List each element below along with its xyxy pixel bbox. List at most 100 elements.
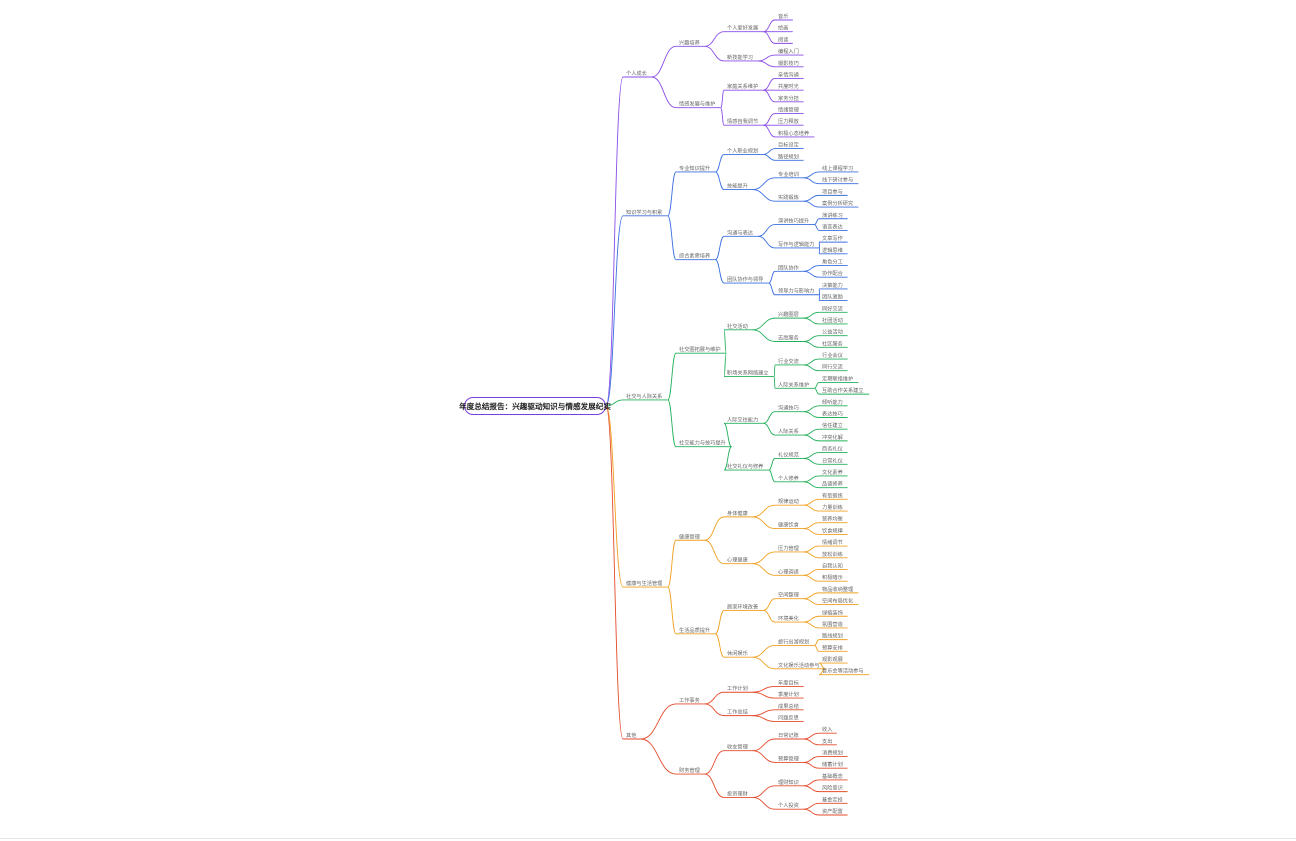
node-label-0-1-0-0[interactable]: 亲情沟通 <box>778 70 800 78</box>
node-label-4-1-0-0-0[interactable]: 收入 <box>822 725 832 733</box>
node-label-4-0-1-0[interactable]: 成果总结 <box>778 702 799 710</box>
node-label-1-1-0-1[interactable]: 写作与逻辑能力 <box>778 240 814 248</box>
node-label-2-0-1-1-1[interactable]: 互助合作关系建立 <box>822 386 864 394</box>
node-label-4-0-0[interactable]: 工作计划 <box>727 684 748 692</box>
node-label-0-1-0-2[interactable]: 家务分担 <box>778 94 799 102</box>
node-label-4-1-1-1[interactable]: 个人投资 <box>778 801 799 809</box>
node-label-2-1-1-0-0[interactable]: 商务礼仪 <box>822 445 843 453</box>
node-label-1-0-1[interactable]: 技能提升 <box>727 182 748 190</box>
node-label-3-0-0-1-0[interactable]: 营养均衡 <box>822 515 843 523</box>
node-label-0-0-0-2[interactable]: 阅读 <box>778 35 788 43</box>
node-label-4-1-0-1[interactable]: 预算管理 <box>778 754 800 762</box>
node-label-3-1-1-0-1[interactable]: 预算安排 <box>822 643 843 651</box>
node-label-3-0-1-0-0[interactable]: 情绪调节 <box>822 538 843 546</box>
node-label-4-1-1[interactable]: 投资理财 <box>727 789 748 797</box>
node-label-2-1-0[interactable]: 人际交往能力 <box>727 415 758 423</box>
node-label-3-0-1-1[interactable]: 心理调适 <box>778 567 799 575</box>
node-label-3-0-1-1-0[interactable]: 自我认知 <box>822 561 843 569</box>
node-label-1-1-0[interactable]: 沟通与表达 <box>727 228 753 236</box>
node-label-1-1-1-1[interactable]: 领导力与影响力 <box>778 287 814 295</box>
node-label-4-1-1-1-0[interactable]: 基金定投 <box>822 795 843 803</box>
node-label-2-0-1[interactable]: 职场关系网络建立 <box>727 369 769 377</box>
node-label-0-0-0-0[interactable]: 音乐 <box>778 12 788 20</box>
node-label-3-1-1-0-0[interactable]: 路线规划 <box>822 632 843 640</box>
node-label-4-0-1-1[interactable]: 问题反思 <box>778 713 799 721</box>
node-label-1-1-1-0[interactable]: 团队协作 <box>778 263 799 271</box>
node-label-1-1-1[interactable]: 团队协作与领导 <box>727 275 763 283</box>
node-label-3-0[interactable]: 健康管理 <box>679 532 701 540</box>
node-label-0[interactable]: 个人成长 <box>626 69 648 77</box>
node-label-3-1-1[interactable]: 休闲娱乐 <box>727 649 748 657</box>
node-label-3-0-1-1-1[interactable]: 积极暗示 <box>822 573 843 581</box>
node-label-2-1-0-1-0[interactable]: 信任建立 <box>822 421 843 429</box>
node-label-4-1[interactable]: 财务管理 <box>679 766 701 774</box>
node-label-3-0-1-0[interactable]: 压力管理 <box>778 544 800 552</box>
node-label-2-0-1-0[interactable]: 行业交流 <box>778 357 799 365</box>
node-label-1-1-1-0-1[interactable]: 协作配合 <box>822 269 844 277</box>
node-label-4-0-1[interactable]: 工作总结 <box>727 708 748 716</box>
node-label-3-1-0-0-1[interactable]: 空间布局优化 <box>822 597 853 605</box>
node-label-3-0-1-0-1[interactable]: 放松训练 <box>822 550 843 558</box>
node-label-4-1-0-0[interactable]: 日常记账 <box>778 731 799 739</box>
node-label-4-1-0-1-0[interactable]: 消费规划 <box>822 749 843 757</box>
node-label-1-0-1-0-1[interactable]: 线下研讨参与 <box>822 176 853 184</box>
node-label-0-0-1[interactable]: 新技能学习 <box>727 53 753 61</box>
node-label-3-1-0-1-0[interactable]: 绿植装饰 <box>822 608 843 616</box>
node-label-3-1[interactable]: 生活品质提升 <box>679 626 710 634</box>
node-label-1-1-0-0-1[interactable]: 语言表达 <box>822 222 843 230</box>
node-label-2-0-0-0-0[interactable]: 同好交流 <box>822 304 843 312</box>
node-label-4-1-0[interactable]: 收支管理 <box>727 743 749 751</box>
node-label-3-0-0-0-0[interactable]: 有氧锻炼 <box>822 491 843 499</box>
node-label-3-1-0-1-1[interactable]: 氛围营造 <box>822 620 844 628</box>
node-label-3-1-0[interactable]: 居家环境改善 <box>727 602 758 610</box>
node-label-3-1-1-1[interactable]: 文化娱乐活动参与 <box>778 661 820 669</box>
node-label-2-0-0-1-0[interactable]: 公益活动 <box>822 328 843 336</box>
node-label-2-1[interactable]: 社交能力与技巧提升 <box>679 439 726 447</box>
node-label-0-0-1-0[interactable]: 编程入门 <box>778 47 799 55</box>
node-label-2-0-1-1-0[interactable]: 定期联络维护 <box>822 374 853 382</box>
node-label-3-0-0[interactable]: 身体健康 <box>727 509 748 517</box>
node-label-1-0-0-0[interactable]: 目标设定 <box>778 141 799 149</box>
node-label-4-1-0-1-1[interactable]: 储蓄计划 <box>822 760 843 768</box>
node-label-2-0-0-0-1[interactable]: 社团活动 <box>822 316 843 324</box>
node-label-1-1-1-1-0[interactable]: 决策能力 <box>822 281 843 289</box>
node-label-3-0-0-0-1[interactable]: 力量训练 <box>822 503 843 511</box>
node-label-1-0-1-1-1[interactable]: 案例分析研究 <box>822 199 853 207</box>
node-label-2-1-0-0-0[interactable]: 倾听能力 <box>822 398 843 406</box>
node-label-4-0-0-1[interactable]: 季度计划 <box>778 690 799 698</box>
node-label-2-0-0-0[interactable]: 兴趣圈层 <box>778 310 799 318</box>
node-label-3-1-1-1-0[interactable]: 观影观展 <box>822 655 843 663</box>
node-label-2-0[interactable]: 社交圈拓展与维护 <box>679 345 721 353</box>
node-label-2-1-1-1-1[interactable]: 品德修养 <box>822 480 843 488</box>
node-label-4-1-1-0[interactable]: 理财知识 <box>778 778 799 786</box>
node-label-3-0-0-1[interactable]: 健康饮食 <box>778 521 800 529</box>
node-label-1-0[interactable]: 专业知识提升 <box>679 164 710 172</box>
node-label-1-0-1-0[interactable]: 专业培训 <box>778 170 799 178</box>
node-label-2-1-0-0[interactable]: 沟通技巧 <box>778 404 799 412</box>
node-label-1-1-0-1-0[interactable]: 文章写作 <box>822 234 843 242</box>
node-label-3-0-0-0[interactable]: 规律运动 <box>778 497 799 505</box>
node-label-0-0-0-1[interactable]: 绘画 <box>778 24 788 32</box>
node-label-4-1-1-0-0[interactable]: 基础概念 <box>822 772 843 780</box>
node-label-1-1-0-0[interactable]: 演讲技巧提升 <box>778 217 809 225</box>
node-label-1-0-0-1[interactable]: 路径规划 <box>778 152 799 160</box>
node-label-0-1-1-1[interactable]: 压力释放 <box>778 117 800 125</box>
node-label-0-1[interactable]: 情感发展与维护 <box>679 100 715 108</box>
node-label-0-1-1[interactable]: 情感自我调节 <box>727 117 758 125</box>
node-label-1-1[interactable]: 综合素质培养 <box>679 252 710 260</box>
node-label-2-1-1-0-1[interactable]: 日常礼仪 <box>822 456 843 464</box>
node-label-0-1-1-2[interactable]: 积极心态培养 <box>778 129 809 137</box>
node-label-2-0-1-0-0[interactable]: 行业会议 <box>822 351 844 359</box>
node-label-4-0-0-0[interactable]: 年度目标 <box>778 678 799 686</box>
node-label-4-1-1-0-1[interactable]: 风险意识 <box>822 784 843 792</box>
node-label-2-1-1-0[interactable]: 礼仪规范 <box>778 450 799 458</box>
node-label-0-1-1-0[interactable]: 情绪管理 <box>778 106 800 114</box>
node-label-3-1-0-0[interactable]: 空间整理 <box>778 591 800 599</box>
node-label-1-0-0[interactable]: 个人职业规划 <box>727 146 758 154</box>
node-label-1-1-0-1-1[interactable]: 逻辑思维 <box>822 246 843 254</box>
node-label-2-0-1-1[interactable]: 人际关系维护 <box>778 380 809 388</box>
node-label-2-0-0[interactable]: 社交活动 <box>727 322 748 330</box>
node-label-0-1-0-1[interactable]: 共度时光 <box>778 82 799 90</box>
node-label-3-1-0-1[interactable]: 环境美化 <box>778 614 799 622</box>
node-label-4-0[interactable]: 工作事务 <box>679 696 700 704</box>
